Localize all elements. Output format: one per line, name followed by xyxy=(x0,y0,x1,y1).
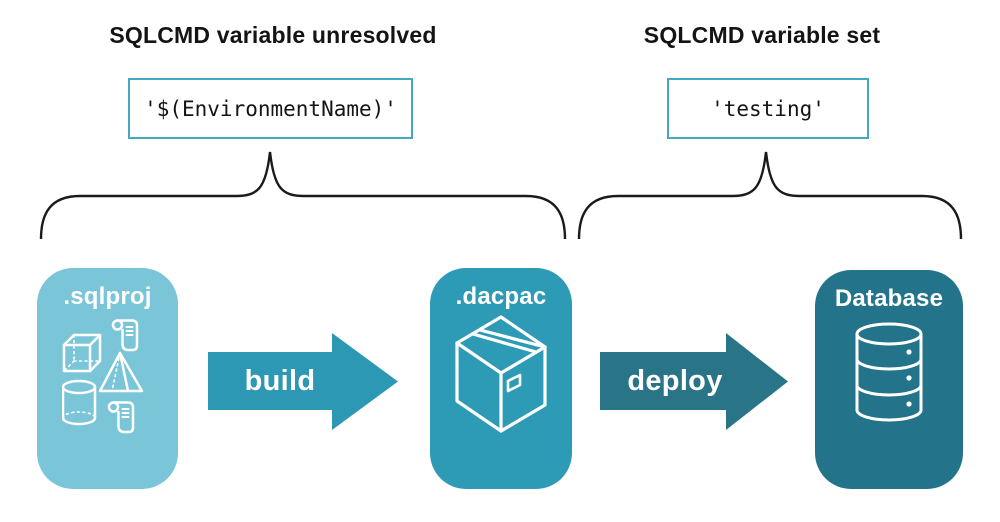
cylinder-icon xyxy=(61,379,96,426)
right-brace-icon xyxy=(577,151,963,240)
script-scroll-icon-2 xyxy=(107,401,134,434)
stage-sqlproj-label: .sqlproj xyxy=(63,283,152,310)
left-section-title: SQLCMD variable unresolved xyxy=(109,22,437,48)
sql-objects-icon xyxy=(61,319,143,434)
right-section-title: SQLCMD variable set xyxy=(643,22,881,48)
pyramid-icon xyxy=(98,351,143,393)
deploy-arrow-label: deploy xyxy=(627,364,723,397)
stage-database: Database xyxy=(815,270,963,489)
resolved-variable-value: 'testing' xyxy=(711,96,825,121)
build-arrow xyxy=(208,333,398,430)
stage-dacpac-label: .dacpac xyxy=(455,283,547,310)
stage-dacpac: .dacpac xyxy=(430,268,572,489)
unresolved-variable-box: '$(EnvironmentName)' xyxy=(128,78,413,139)
deploy-arrow xyxy=(600,333,788,430)
left-brace-icon xyxy=(39,151,567,240)
resolved-variable-box: 'testing' xyxy=(667,78,869,139)
build-arrow-label: build xyxy=(244,364,316,397)
unresolved-variable-value: '$(EnvironmentName)' xyxy=(144,96,397,121)
package-box-icon xyxy=(455,315,547,433)
cube-icon xyxy=(62,333,101,373)
stage-database-label: Database xyxy=(834,285,944,312)
stage-sqlproj: .sqlproj xyxy=(37,268,178,489)
database-cylinder-icon xyxy=(855,322,923,422)
script-scroll-icon xyxy=(111,319,138,352)
